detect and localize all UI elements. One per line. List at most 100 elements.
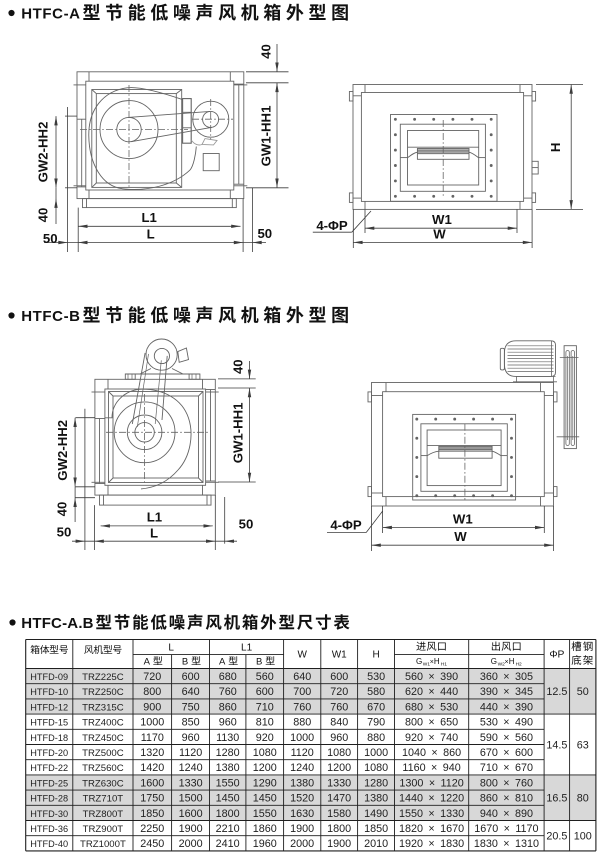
svg-text:1850: 1850 xyxy=(140,808,164,820)
svg-text:G: G xyxy=(416,657,422,666)
svg-text:1290: 1290 xyxy=(253,777,277,789)
svg-text:GW1-HH1: GW1-HH1 xyxy=(230,402,245,463)
svg-text:1200: 1200 xyxy=(327,762,351,774)
svg-text:1550: 1550 xyxy=(253,808,277,820)
svg-text:920 × 740: 920 × 740 xyxy=(405,732,458,744)
svg-text:TRZ560C: TRZ560C xyxy=(82,763,124,774)
svg-text:1920 × 1830: 1920 × 1830 xyxy=(399,838,464,850)
svg-text:1160 × 940: 1160 × 940 xyxy=(402,762,460,774)
svg-text:ΦP: ΦP xyxy=(549,649,564,660)
svg-text:2210: 2210 xyxy=(216,823,240,835)
svg-text:1130: 1130 xyxy=(216,732,239,744)
svg-text:670: 670 xyxy=(367,701,385,713)
svg-text:530: 530 xyxy=(367,671,385,683)
svg-text:×: × xyxy=(430,659,434,666)
svg-text:1300 × 1120: 1300 × 1120 xyxy=(399,777,463,789)
svg-text:760: 760 xyxy=(219,686,237,698)
svg-text:850: 850 xyxy=(182,717,200,729)
svg-text:860 × 810: 860 × 810 xyxy=(480,793,533,805)
svg-text:1120: 1120 xyxy=(291,747,314,759)
svg-text:580: 580 xyxy=(367,686,385,698)
svg-text:1550 × 1330: 1550 × 1330 xyxy=(399,808,464,820)
svg-text:800 × 650: 800 × 650 xyxy=(405,717,458,729)
svg-text:TRZ250C: TRZ250C xyxy=(82,687,124,698)
svg-text:1800: 1800 xyxy=(216,808,240,820)
svg-text:960: 960 xyxy=(182,732,200,744)
svg-text:1550: 1550 xyxy=(216,777,240,789)
svg-text:1960: 1960 xyxy=(253,838,277,850)
svg-text:4-ΦP: 4-ΦP xyxy=(330,518,362,533)
svg-text:L1: L1 xyxy=(142,210,157,225)
svg-text:790: 790 xyxy=(367,717,385,729)
svg-text:50: 50 xyxy=(57,525,72,540)
svg-text:HTFD-20: HTFD-20 xyxy=(30,748,68,758)
svg-text:700: 700 xyxy=(293,686,311,698)
svg-text:1330: 1330 xyxy=(179,777,203,789)
svg-text:TRZ315C: TRZ315C xyxy=(82,702,124,713)
svg-text:50: 50 xyxy=(577,686,589,698)
svg-text:1850: 1850 xyxy=(364,823,388,835)
svg-text:1280: 1280 xyxy=(216,747,240,759)
svg-text:HTFD-12: HTFD-12 xyxy=(30,702,68,712)
svg-text:1200: 1200 xyxy=(253,762,277,774)
svg-text:1320: 1320 xyxy=(140,747,164,759)
svg-text:L: L xyxy=(168,643,174,654)
svg-text:2000: 2000 xyxy=(179,838,203,850)
svg-text:1000: 1000 xyxy=(140,717,164,729)
svg-text:40: 40 xyxy=(258,44,273,59)
svg-text:H: H xyxy=(434,657,440,666)
svg-text:TRZ450C: TRZ450C xyxy=(82,733,124,744)
svg-text:14.5: 14.5 xyxy=(546,739,567,751)
svg-text:2000: 2000 xyxy=(290,838,314,850)
svg-text:40: 40 xyxy=(230,359,245,374)
svg-text:800 × 760: 800 × 760 xyxy=(480,777,533,789)
svg-text:720: 720 xyxy=(330,686,348,698)
svg-text:W: W xyxy=(433,226,446,241)
svg-text:600: 600 xyxy=(330,671,348,683)
svg-text:2450: 2450 xyxy=(140,838,164,850)
svg-text:1170: 1170 xyxy=(141,732,164,744)
svg-text:1900: 1900 xyxy=(179,823,203,835)
svg-text:HTFD-36: HTFD-36 xyxy=(30,824,68,834)
svg-text:590 × 560: 590 × 560 xyxy=(480,732,533,744)
svg-text:940 × 890: 940 × 890 xyxy=(480,808,533,820)
svg-text:1520: 1520 xyxy=(290,793,314,805)
svg-text:G: G xyxy=(491,657,497,666)
svg-text:1490: 1490 xyxy=(364,808,388,820)
svg-text:760: 760 xyxy=(293,701,311,713)
svg-text:TRZ500C: TRZ500C xyxy=(82,748,124,759)
svg-text:1040 × 860: 1040 × 860 xyxy=(402,747,461,759)
svg-text:16.5: 16.5 xyxy=(546,793,567,805)
svg-text:1450: 1450 xyxy=(253,793,277,805)
svg-text:1600: 1600 xyxy=(179,808,203,820)
svg-text:L1: L1 xyxy=(147,510,162,525)
svg-text:800: 800 xyxy=(143,686,161,698)
svg-text:HTFC-A.B: HTFC-A.B xyxy=(21,615,93,632)
svg-text:×: × xyxy=(505,659,509,666)
svg-text:600: 600 xyxy=(182,671,200,683)
svg-text:560 × 390: 560 × 390 xyxy=(405,671,458,683)
svg-text:1580: 1580 xyxy=(327,808,351,820)
svg-text:900: 900 xyxy=(143,701,161,713)
svg-text:1450: 1450 xyxy=(216,793,240,805)
svg-text:1630: 1630 xyxy=(290,808,314,820)
svg-text:H1: H1 xyxy=(441,662,447,668)
svg-text:1080: 1080 xyxy=(364,762,388,774)
svg-text:100: 100 xyxy=(574,831,592,843)
svg-text:TRZ400C: TRZ400C xyxy=(82,718,124,729)
svg-text:TRZ1000T: TRZ1000T xyxy=(80,839,126,850)
svg-text:1900: 1900 xyxy=(327,838,351,850)
svg-text:1800: 1800 xyxy=(327,823,351,835)
svg-text:1330: 1330 xyxy=(327,777,351,789)
svg-text:640: 640 xyxy=(182,686,200,698)
svg-text:HTFD-25: HTFD-25 xyxy=(30,778,68,788)
svg-text:810: 810 xyxy=(256,717,274,729)
svg-text:720: 720 xyxy=(143,671,161,683)
svg-text:L: L xyxy=(147,227,155,242)
svg-text:1120: 1120 xyxy=(179,747,202,759)
svg-text:1380: 1380 xyxy=(364,793,388,805)
svg-text:W: W xyxy=(454,529,467,544)
svg-text:GW2-HH2: GW2-HH2 xyxy=(36,122,51,183)
svg-text:HTFD-15: HTFD-15 xyxy=(30,718,68,728)
svg-text:4-ΦP: 4-ΦP xyxy=(316,218,348,233)
